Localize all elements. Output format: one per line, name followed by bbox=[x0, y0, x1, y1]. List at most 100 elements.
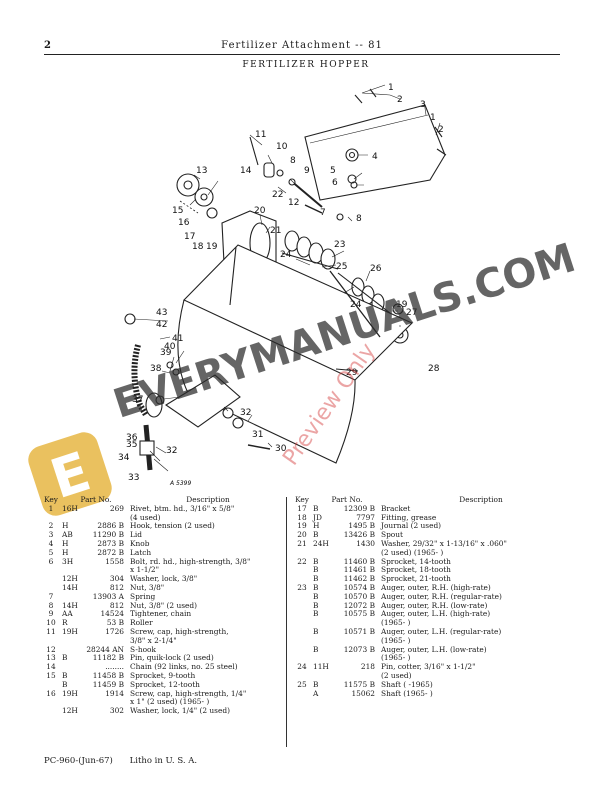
part-key bbox=[40, 698, 62, 707]
part-key bbox=[291, 619, 313, 628]
part-key: 10 bbox=[46, 618, 56, 628]
part-description: Bracket bbox=[381, 503, 411, 513]
part-description: Pin, quik-lock (2 used) bbox=[130, 653, 214, 663]
table-row: (1965- ) bbox=[291, 654, 581, 663]
header-rule bbox=[44, 54, 560, 55]
callout-label: 35 bbox=[126, 440, 137, 450]
part-key bbox=[291, 690, 313, 699]
part-description: (1965- ) bbox=[381, 618, 411, 628]
part-number: 11182 B bbox=[92, 653, 124, 663]
callout-label: 1 bbox=[388, 83, 394, 93]
callout-label: 4 bbox=[372, 152, 378, 162]
part-description: Washer, 29/32" x 1-13/16" x .060" bbox=[381, 538, 507, 548]
part-number: 13903 A bbox=[92, 591, 124, 601]
part-no-header: Part No. bbox=[331, 495, 363, 504]
callout-label: 24 bbox=[280, 250, 292, 260]
part-prefix: B bbox=[313, 503, 319, 513]
callout-label: 11 bbox=[255, 130, 266, 140]
callout-label: 6 bbox=[332, 178, 338, 188]
callout-label: 14 bbox=[240, 166, 252, 176]
part-key: 24 bbox=[297, 662, 307, 672]
part-description: Spout bbox=[381, 530, 403, 540]
part-number: 812 bbox=[109, 582, 124, 592]
part-no-header: Part No. bbox=[80, 495, 112, 504]
part-key: 17 bbox=[297, 503, 307, 513]
part-prefix: JD bbox=[313, 512, 322, 522]
callout-label: 37 bbox=[132, 395, 143, 405]
part-number: 7797 bbox=[356, 512, 375, 522]
page-title: Fertilizer Attachment -- 81 bbox=[221, 40, 383, 51]
sprocket-part bbox=[176, 173, 200, 197]
part-description: Washer, lock, 1/4" (2 used) bbox=[130, 706, 230, 716]
callout-label: 43 bbox=[156, 308, 167, 318]
table-row: (2 used) bbox=[291, 671, 581, 681]
description-header: Description bbox=[186, 495, 230, 504]
part-number: 10575 B bbox=[343, 609, 375, 619]
part-prefix: AB bbox=[62, 530, 73, 540]
callout-label: 28 bbox=[428, 364, 440, 374]
page-header: 2 Fertilizer Attachment -- 81 bbox=[44, 40, 560, 54]
table-row: (1965- ) bbox=[291, 636, 581, 646]
footer-code: PC-960-(Jun-67) bbox=[44, 756, 113, 766]
table-row: (2 used) (1965- ) bbox=[291, 548, 581, 558]
part-description: Rivet, btm. hd., 3/16" x 5/8" bbox=[130, 503, 235, 513]
part-number: ........ bbox=[105, 662, 124, 672]
part-prefix: B bbox=[313, 582, 319, 592]
part-number: 2873 B bbox=[97, 538, 124, 548]
part-number: 13426 B bbox=[343, 530, 375, 540]
callout-label: 38 bbox=[150, 364, 162, 374]
part-key: 11 bbox=[46, 626, 56, 636]
part-prefix: 3H bbox=[62, 556, 74, 566]
callout-label: 16 bbox=[178, 218, 190, 228]
part-description: Roller bbox=[130, 618, 153, 628]
callout-label: 31 bbox=[252, 430, 263, 440]
part-number: 10571 B bbox=[343, 626, 375, 636]
callout-label: 12 bbox=[288, 198, 299, 208]
part-description: Screw, cap, high-strength, 1/4" bbox=[130, 688, 247, 698]
part-prefix: 19H bbox=[62, 626, 78, 636]
part-number: 304 bbox=[109, 574, 124, 584]
callout-label: 17 bbox=[184, 232, 195, 242]
part-prefix: 24H bbox=[313, 538, 329, 548]
part-number: 302 bbox=[109, 706, 124, 716]
table-row: 3/8" x 2-1/4" bbox=[40, 635, 286, 646]
callout-label: 21 bbox=[270, 226, 281, 236]
part-prefix: A bbox=[313, 688, 319, 698]
part-description: Screw, cap, high-strength, bbox=[130, 626, 229, 636]
part-key: 21 bbox=[297, 538, 307, 548]
part-description: (1965- ) bbox=[381, 653, 411, 663]
part-key: 25 bbox=[297, 679, 307, 689]
auger-part bbox=[281, 230, 339, 270]
part-key bbox=[291, 593, 313, 602]
callout-label: 24 bbox=[350, 300, 362, 310]
part-description: S-hook bbox=[130, 644, 156, 654]
callout-label: 36 bbox=[126, 433, 138, 443]
part-prefix: B bbox=[313, 530, 319, 540]
callout-label: 8 bbox=[290, 156, 296, 166]
part-number: 1558 bbox=[105, 556, 124, 566]
callout-label: 39 bbox=[160, 348, 172, 358]
part-key: 15 bbox=[46, 670, 56, 680]
part-description: Auger, outer, L.H. (high-rate) bbox=[381, 609, 491, 619]
part-description: 3/8" x 2-1/4" bbox=[130, 635, 177, 645]
callout-label: 5 bbox=[330, 166, 336, 176]
lid-part bbox=[304, 104, 446, 201]
callout-label: 25 bbox=[336, 262, 347, 272]
part-number: 11461 B bbox=[343, 565, 375, 575]
part-description: Lid bbox=[130, 530, 143, 540]
callout-label: 2 bbox=[397, 95, 403, 105]
part-number: 28244 AN bbox=[86, 644, 124, 654]
